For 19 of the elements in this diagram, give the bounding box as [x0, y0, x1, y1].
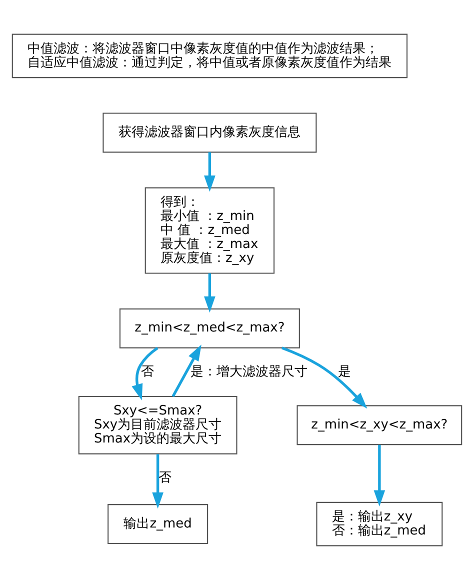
node-box: 输出z_med [108, 504, 208, 544]
arrow [132, 346, 158, 400]
node-box: Sxy<=Smax? Sxy为目前滤波器尺寸 Smax为设的最大尺寸 [78, 395, 238, 454]
arrow [152, 454, 164, 508]
edge-label: 否 [141, 364, 154, 380]
node-box: z_min<z_med<z_max? [119, 308, 300, 348]
edge-label: 否 [158, 470, 172, 485]
arrow [204, 272, 216, 312]
node-box: z_min<z_xy<z_max? [296, 404, 462, 445]
edge-label: 是 [338, 364, 351, 380]
arrow [204, 152, 216, 192]
arrow [374, 444, 386, 506]
node-box: 获得滤波器窗口内像素灰度信息 [102, 112, 317, 152]
edge-label: 是：增大滤波器尺寸 [190, 364, 308, 380]
arrow [281, 346, 368, 408]
node-box: 是：输出z_xy 否：输出z_med [316, 501, 443, 546]
node-box: 中值滤波：将滤波器窗口中像素灰度值的中值作为滤波结果； 自适应中值滤波：通过判定，将中值或者原像素灰度值作为结果 [12, 33, 408, 78]
arrow [172, 344, 202, 397]
node-box: 得到： 最小值 ：z_min 中 值 ：z_med 最大值 ：z_max 原灰度值：z_xy [144, 186, 275, 274]
